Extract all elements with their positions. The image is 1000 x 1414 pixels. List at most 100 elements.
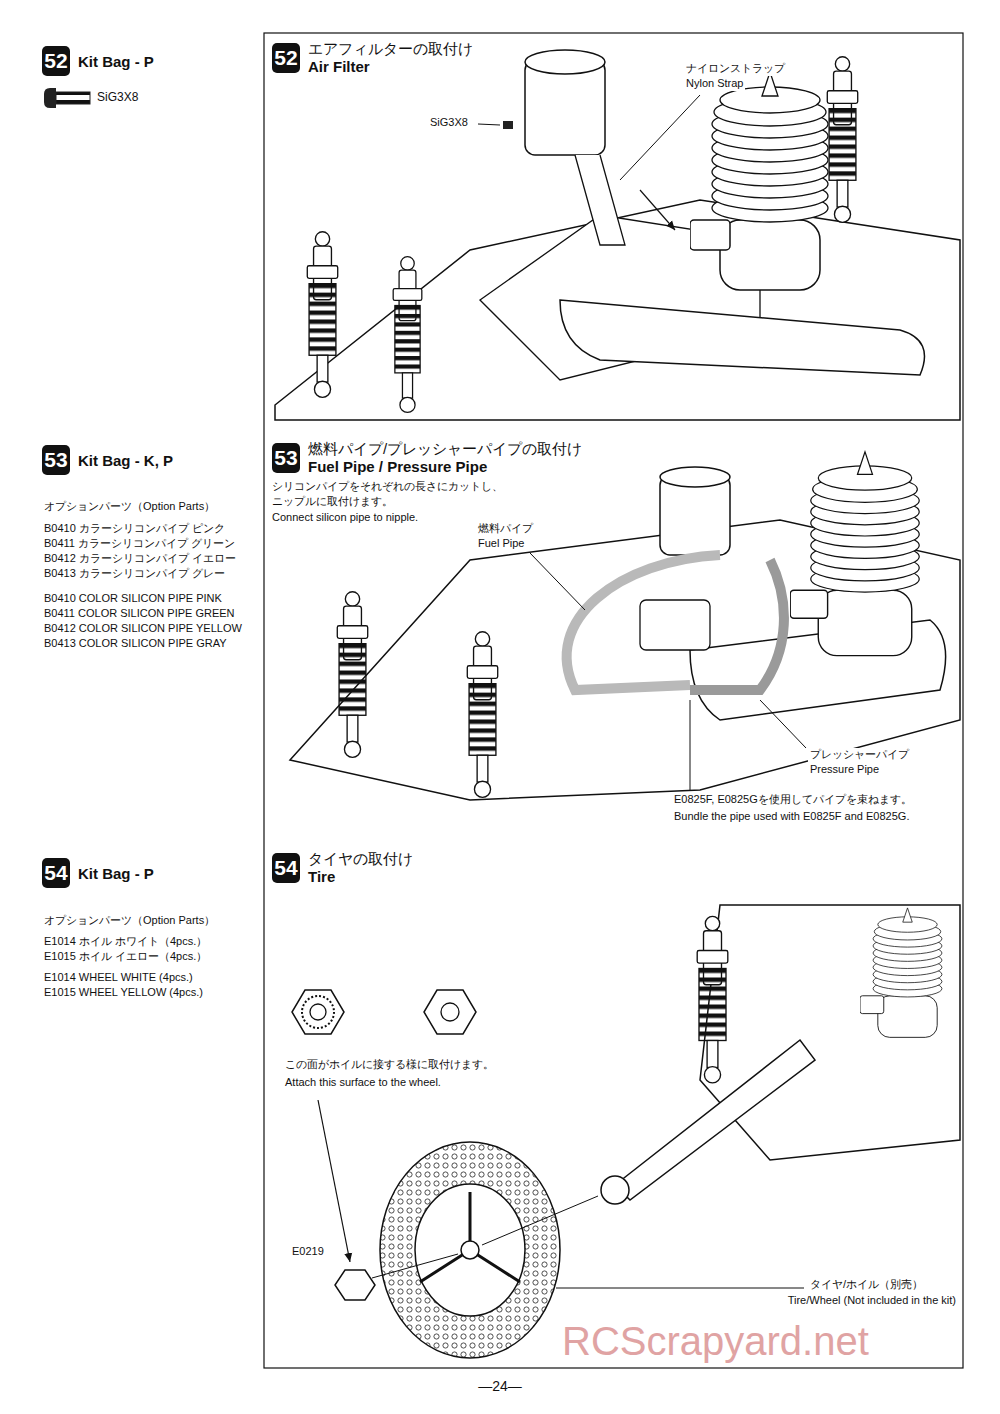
screw-head <box>44 88 56 108</box>
step-number: 53 <box>274 446 297 469</box>
leader-line <box>372 1254 458 1278</box>
step-title: Kit Bag - P <box>78 865 154 882</box>
step-header: 53 Kit Bag - K, P <box>42 445 173 475</box>
option-part: B0411 COLOR SILICON PIPE GREEN <box>42 607 237 621</box>
assembly-arrow <box>640 190 675 230</box>
option-part: E1015 WHEEL YELLOW (4pcs.) <box>42 986 205 1000</box>
step-number: 54 <box>44 861 67 884</box>
step52-illustration <box>275 50 960 420</box>
instruction-note: この面がホイルに接する様に取付けます。 <box>283 1058 496 1072</box>
leader-line <box>530 553 585 610</box>
option-part: B0410 COLOR SILICON PIPE PINK <box>42 592 224 606</box>
step-number: 52 <box>274 46 297 69</box>
part-code: SiG3X8 <box>95 90 140 105</box>
wheel-center <box>461 1241 479 1259</box>
option-part: B0411 カラーシリコンパイプ グリーン <box>42 537 237 551</box>
instruction-note: E0825F, E0825Gを使用してパイプを束ねます。 <box>672 793 914 807</box>
part-label: ナイロンストラップ <box>684 62 787 76</box>
wheel-spokes <box>420 1192 520 1282</box>
wheel-nut <box>335 1270 375 1300</box>
engine <box>690 72 828 290</box>
step-heading: エアフィルターの取付けAir Filter <box>308 40 473 76</box>
instruction-note: ニップルに取付けます。 <box>270 495 395 509</box>
part-label: Pressure Pipe <box>808 763 881 777</box>
front-shock <box>337 592 367 758</box>
step-title: Kit Bag - K, P <box>78 452 173 469</box>
step-number-badge: 53 <box>42 445 70 475</box>
part-label: タイヤ/ホイル（別売） <box>808 1278 925 1292</box>
wheel <box>415 1184 525 1316</box>
step-header: 52 エアフィルターの取付けAir Filter <box>272 40 473 76</box>
step-heading: Kit Bag - P <box>78 865 154 882</box>
step-title-en: Fuel Pipe / Pressure Pipe <box>308 458 582 476</box>
step-title: 燃料パイプ/プレッシャーパイプの取付け <box>308 440 582 458</box>
instruction-note: Connect silicon pipe to nipple. <box>270 511 420 525</box>
note-heading: オプションパーツ（Option Parts） <box>42 914 217 928</box>
nut-flanged-side <box>292 990 344 1034</box>
step-header: 54 タイヤの取付けTire <box>272 850 413 886</box>
option-part: E1014 ホイル ホワイト（4pcs.） <box>42 935 209 949</box>
option-part: B0413 カラーシリコンパイプ グレー <box>42 567 227 581</box>
leader-line <box>690 700 691 790</box>
front-shock <box>467 632 497 798</box>
fuel-tank-cap <box>640 600 710 650</box>
nut-bore <box>441 1003 459 1021</box>
leader-line <box>478 124 500 125</box>
leader-line <box>482 1196 598 1245</box>
step-title-en: Tire <box>308 868 413 886</box>
part-code: SiG3X8 <box>428 116 470 130</box>
engine <box>790 452 919 656</box>
exhaust-pipe <box>560 300 925 375</box>
wheel-hub <box>601 1176 629 1204</box>
step-number: 53 <box>44 448 67 471</box>
leader-line <box>760 700 806 748</box>
screw-icon <box>44 88 90 108</box>
step-number-badge: 54 <box>42 858 70 888</box>
nut-serration <box>302 996 334 1028</box>
step-header: 52 Kit Bag - P <box>42 46 154 76</box>
front-shock <box>697 916 728 1083</box>
instruction-note: シリコンパイプをそれぞれの長さにカットし、 <box>270 480 505 494</box>
air-filter-top <box>525 50 605 74</box>
steps-panel <box>264 33 963 1368</box>
step-number-badge: 53 <box>272 443 300 473</box>
step-number-badge: 54 <box>272 853 300 883</box>
instruction-note: Attach this surface to the wheel. <box>283 1076 443 1090</box>
option-part: E1015 ホイル イエロー（4pcs.） <box>42 950 209 964</box>
leader-line <box>620 95 700 180</box>
option-part: B0413 COLOR SILICON PIPE GRAY <box>42 637 229 651</box>
part-label: Fuel Pipe <box>476 537 526 551</box>
fuel-pipe <box>567 555 720 690</box>
part-code: E0219 <box>290 1245 326 1259</box>
step-heading: Kit Bag - K, P <box>78 452 173 469</box>
front-shock <box>393 257 422 413</box>
part-label: 燃料パイプ <box>476 522 535 536</box>
pressure-pipe <box>690 560 784 690</box>
filter-neck <box>575 155 625 245</box>
step-heading: 燃料パイプ/プレッシャーパイプの取付けFuel Pipe / Pressure … <box>308 440 582 476</box>
screw-thread <box>56 92 90 104</box>
step-header: 53 燃料パイプ/プレッシャーパイプの取付けFuel Pipe / Pressur… <box>272 440 582 476</box>
option-part: E1014 WHEEL WHITE (4pcs.) <box>42 971 195 985</box>
part-label: Nylon Strap <box>684 77 745 91</box>
step54-illustration <box>292 905 960 1358</box>
nut-plain-side <box>424 990 476 1034</box>
step-title: タイヤの取付け <box>308 850 413 868</box>
step-title: Kit Bag - P <box>78 53 154 70</box>
page-number: —24— <box>476 1378 524 1396</box>
step-number-badge: 52 <box>272 43 300 73</box>
rear-shock <box>827 57 857 223</box>
air-filter-top <box>660 467 730 487</box>
step-number: 54 <box>274 856 297 879</box>
option-part: B0412 COLOR SILICON PIPE YELLOW <box>42 622 244 636</box>
instruction-note: Bundle the pipe used with E0825F and E08… <box>672 810 911 824</box>
note-heading: オプションパーツ（Option Parts） <box>42 500 217 514</box>
suspension-arm <box>615 1040 815 1200</box>
chassis-body <box>700 905 960 1160</box>
leader-line <box>556 1288 804 1289</box>
watermark: RCScrapyard.net <box>560 1316 871 1366</box>
step-number: 52 <box>44 49 67 72</box>
option-part: B0410 カラーシリコンパイプ ピンク <box>42 522 227 536</box>
